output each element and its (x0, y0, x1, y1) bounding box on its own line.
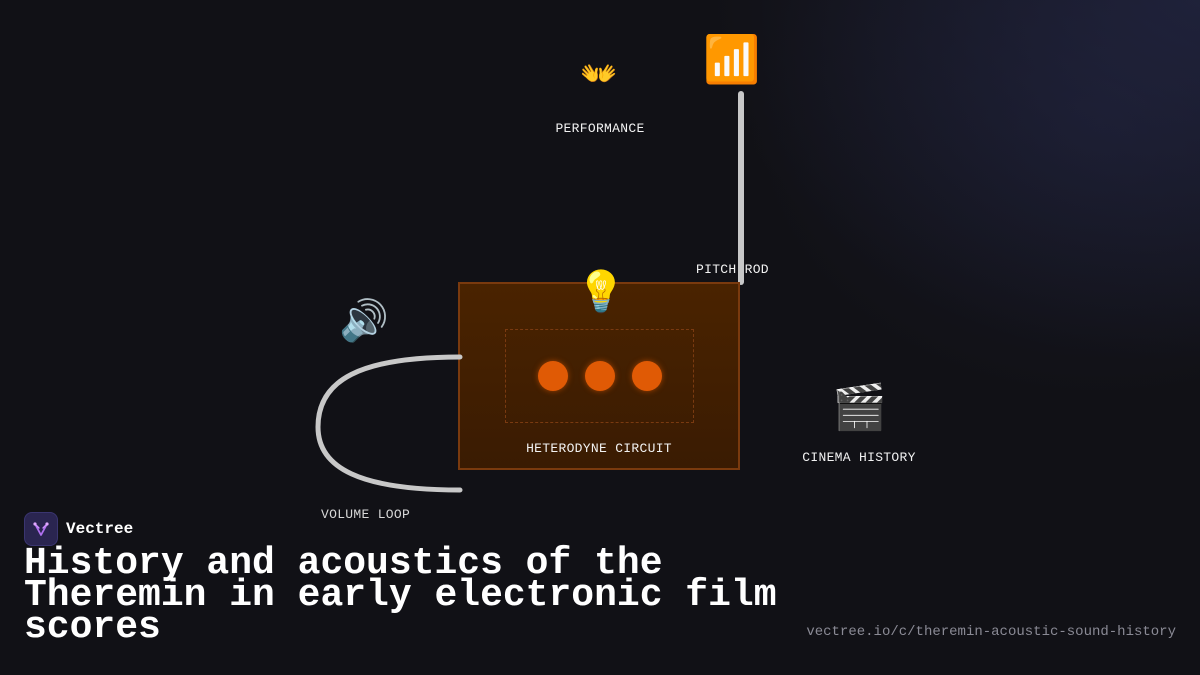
brand-name: Vectree (66, 520, 134, 538)
vectree-logo-mark (33, 522, 49, 536)
source-url: vectree.io/c/theremin-acoustic-sound-his… (806, 624, 1176, 640)
open-hands-icon: 👐 (580, 57, 618, 92)
clapperboard-icon: 🎬 (832, 382, 887, 433)
volume-loop-label: VOLUME LOOP (321, 507, 411, 522)
speaker-icon: 🔊 (339, 298, 389, 344)
volume-loop (315, 354, 463, 493)
volume-loop-wire (315, 354, 463, 493)
vectree-logo-icon (24, 512, 58, 546)
brand: Vectree (24, 512, 133, 546)
lightbulb-icon: 💡 (576, 269, 626, 315)
circuit-knob (632, 361, 662, 391)
circuit-knob (585, 361, 615, 391)
cinema-history-label: CINEMA HISTORY (802, 450, 916, 465)
signal-bars-icon: 📶 (703, 32, 761, 86)
heterodyne-circuit-label: HETERODYNE CIRCUIT (526, 441, 672, 456)
circuit-knob (538, 361, 568, 391)
circuit-inner-frame (505, 329, 694, 423)
pitch-rod (738, 91, 744, 285)
performance-label: PERFORMANCE (555, 121, 645, 136)
page-title: History and acoustics of the Theremin in… (24, 542, 777, 649)
pitch-rod-label: PITCH ROD (696, 262, 769, 277)
